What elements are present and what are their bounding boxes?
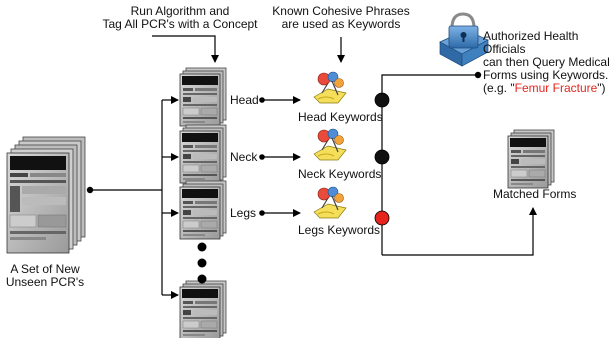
phrases-annotation-line1: Known Cohesive Phrases — [272, 4, 410, 18]
legs-form-stack — [180, 181, 226, 239]
legs-tag-label: Legs — [230, 206, 257, 220]
input-stack-label-line2: Unseen PCR's — [5, 275, 85, 289]
head-keywords-label: Head Keywords — [298, 110, 383, 124]
neck-arrow-dot — [259, 154, 265, 160]
head-form-stack — [180, 68, 226, 126]
legs-keywords-icon — [313, 186, 347, 219]
legs-node — [374, 210, 390, 226]
phrases-annotation: Known Cohesive Phrases are used as Keywo… — [251, 5, 431, 31]
ellipsis-dot — [197, 242, 207, 252]
neck-form-stack — [180, 125, 226, 183]
phrases-annotation-line2: are used as Keywords — [281, 17, 401, 31]
neck-keywords-icon — [313, 128, 347, 161]
query-annotation-line3: Forms using Keywords. — [483, 68, 609, 82]
algorithm-annotation-line1: Run Algorithm and — [130, 4, 230, 18]
neck-node — [374, 149, 390, 165]
input-node-dot — [86, 186, 94, 194]
query-example-suffix: ") — [597, 81, 606, 95]
query-example-term: Femur Fracture — [514, 81, 598, 95]
input-pcr-stack — [6, 136, 86, 254]
output-arrow — [382, 207, 537, 256]
head-node — [374, 92, 390, 108]
ellipsis-dot — [197, 274, 207, 284]
head-arrow-dot — [259, 97, 265, 103]
query-link-dot — [474, 71, 482, 79]
matched-forms-label: Matched Forms — [493, 187, 577, 201]
input-stack-label: A Set of New Unseen PCR's — [0, 263, 90, 289]
query-example-prefix: (e.g. " — [483, 81, 515, 95]
input-stack-label-line1: A Set of New — [10, 262, 80, 276]
neck-keywords-label: Neck Keywords — [298, 167, 382, 181]
algorithm-annotation: Run Algorithm and Tag All PCR's with a C… — [100, 5, 260, 31]
legs-arrow-dot — [259, 210, 265, 216]
query-example: (e.g. "Femur Fracture") — [483, 82, 615, 95]
query-link-line — [381, 74, 475, 100]
more-form-stack — [180, 281, 226, 338]
query-annotation-line2: can then Query Medical — [483, 55, 610, 69]
legs-keywords-label: Legs Keywords — [298, 223, 381, 237]
ellipsis-dot — [197, 258, 207, 268]
neck-tag-label: Neck — [230, 150, 258, 164]
head-tag-label: Head — [230, 93, 259, 107]
query-annotation-line1: Authorized Health Officials — [483, 29, 579, 56]
head-keywords-icon — [313, 71, 347, 104]
algorithm-arrow — [152, 35, 219, 63]
matched-forms-stack — [508, 130, 554, 188]
authorized-officials-icon — [439, 12, 489, 67]
query-annotation: Authorized Health Officials can then Que… — [483, 30, 615, 95]
algorithm-annotation-line2: Tag All PCR's with a Concept — [102, 17, 258, 31]
